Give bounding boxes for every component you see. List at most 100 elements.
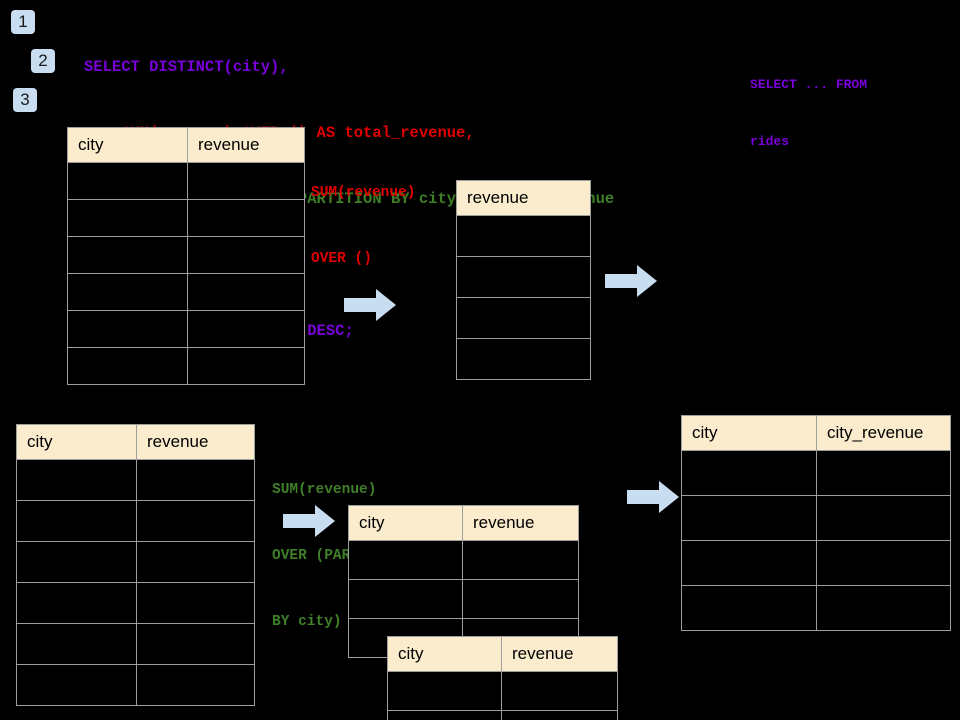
table-row: [348, 540, 579, 580]
column-header-city: city: [348, 505, 463, 541]
cell-revenue: [187, 199, 305, 237]
arrow-bottom-source-to-partition: [283, 505, 335, 537]
cell-city: [348, 579, 463, 619]
cell-revenue: [456, 215, 591, 257]
cell-revenue: [136, 623, 255, 665]
cell-city: [387, 710, 502, 720]
table-header-row: city revenue: [387, 636, 618, 672]
cell-city: [16, 541, 137, 583]
arrow-partition-to-final: [627, 481, 679, 513]
cell-revenue: [501, 710, 618, 720]
table-rides-source-top: city revenue: [67, 127, 305, 385]
column-header-revenue: revenue: [501, 636, 618, 672]
table-row: [456, 297, 591, 339]
table-row: [387, 671, 618, 711]
cell-city: [67, 199, 188, 237]
cell-revenue: [456, 338, 591, 380]
table-row: [456, 215, 591, 257]
table-row: [16, 459, 255, 501]
cell-city: [681, 450, 817, 496]
table-row: [681, 540, 951, 586]
annotation-city-revenue-line-3: BY city): [272, 614, 342, 630]
table-row: [16, 664, 255, 706]
table-row: [456, 338, 591, 380]
table-header-row: city revenue: [16, 424, 255, 460]
cell-revenue: [136, 664, 255, 706]
table-header-row: city revenue: [67, 127, 305, 163]
cell-revenue: [462, 540, 579, 580]
column-header-revenue: revenue: [187, 127, 305, 163]
table-row: [456, 256, 591, 298]
table-row: [16, 582, 255, 624]
cell-revenue: [187, 162, 305, 200]
arrow-top-source-to-total: [344, 289, 396, 321]
column-header-city: city: [387, 636, 502, 672]
table-row: [67, 236, 305, 274]
column-header-city: city: [67, 127, 188, 163]
table-row: [681, 450, 951, 496]
sql-line-select: SELECT DISTINCT(city),: [84, 58, 289, 76]
cell-revenue: [136, 500, 255, 542]
cell-city: [681, 495, 817, 541]
table-row: [67, 273, 305, 311]
table-rides-source-bottom: city revenue: [16, 424, 255, 706]
side-note-line-2: rides: [750, 134, 790, 149]
cell-city: [16, 623, 137, 665]
table-row: [67, 310, 305, 348]
cell-revenue: [187, 310, 305, 348]
cell-city: [67, 347, 188, 385]
column-header-revenue: revenue: [136, 424, 255, 460]
table-header-row: city city_revenue: [681, 415, 951, 451]
table-row: [16, 623, 255, 665]
cell-revenue: [187, 347, 305, 385]
table-row: [387, 710, 618, 720]
table-partition-group-b: city revenue: [387, 636, 618, 720]
table-row: [16, 500, 255, 542]
annotation-city-revenue-line-1: SUM(revenue): [272, 482, 377, 498]
column-header-revenue: revenue: [462, 505, 579, 541]
cell-revenue: [136, 459, 255, 501]
column-header-city: city: [16, 424, 137, 460]
cell-revenue: [462, 579, 579, 619]
cell-city-revenue: [816, 450, 951, 496]
cell-city: [16, 582, 137, 624]
column-header-revenue: revenue: [456, 180, 591, 216]
side-note-line-1: SELECT ... FROM: [750, 77, 868, 92]
cell-revenue: [136, 541, 255, 583]
cell-revenue: [456, 297, 591, 339]
cell-revenue: [501, 671, 618, 711]
column-header-city-revenue: city_revenue: [816, 415, 951, 451]
cell-city-revenue: [816, 585, 951, 631]
annotation-total-revenue-line-2: OVER (): [311, 251, 372, 267]
cell-city: [67, 273, 188, 311]
table-total-revenue-result: revenue: [456, 180, 591, 380]
annotation-total-revenue: SUM(revenue) OVER (): [311, 138, 415, 314]
table-row: [348, 579, 579, 619]
cell-city: [67, 162, 188, 200]
table-row: [67, 199, 305, 237]
cell-city: [67, 310, 188, 348]
table-row: [67, 347, 305, 385]
cell-city: [16, 459, 137, 501]
arrow-total-to-final: [605, 265, 657, 297]
step-badge-2: 2: [31, 49, 55, 73]
cell-city: [681, 585, 817, 631]
table-row: [67, 162, 305, 200]
cell-city-revenue: [816, 540, 951, 586]
table-row: [16, 541, 255, 583]
cell-city: [16, 664, 137, 706]
cell-city: [16, 500, 137, 542]
annotation-total-revenue-line-1: SUM(revenue): [311, 185, 416, 201]
cell-city: [387, 671, 502, 711]
step-badge-3: 3: [13, 88, 37, 112]
column-header-city: city: [681, 415, 817, 451]
cell-revenue: [136, 582, 255, 624]
table-row: [681, 585, 951, 631]
table-row: [681, 495, 951, 541]
cell-city-revenue: [816, 495, 951, 541]
cell-city: [348, 540, 463, 580]
table-header-row: city revenue: [348, 505, 579, 541]
cell-revenue: [187, 273, 305, 311]
cell-city: [67, 236, 188, 274]
